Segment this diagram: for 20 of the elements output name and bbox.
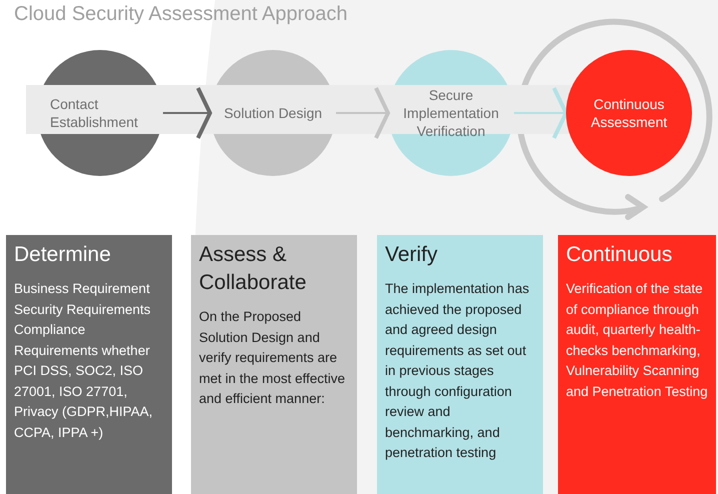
diagram-title: Cloud Security Assessment Approach xyxy=(14,2,348,26)
card-heading: Continuous xyxy=(566,242,674,268)
chevron-arrow xyxy=(336,86,390,140)
chevron-arrow xyxy=(514,86,568,140)
stage-label: Contact Establishment xyxy=(49,95,139,131)
card-heading: Verify xyxy=(385,242,439,268)
card-heading: Assess & Collaborate xyxy=(199,242,308,296)
stage-card xyxy=(377,235,543,494)
stage-card xyxy=(6,235,172,494)
card-body: Business Requirement Security Requirements Compliance Requirements whether PCI DSS, SOC2, ISO 27001, ISO 27701, Privacy (GDPR,HIPAA, CCPA, IPPA +) xyxy=(14,280,154,442)
stage-label: Secure Implementation Verification xyxy=(402,86,500,140)
card-body: Verification of the state of compliance through audit, quarterly health-checks benchmarking, Vulnerability Scanning and Penetration Testing xyxy=(566,280,708,401)
chevron-arrow xyxy=(163,86,212,140)
card-body: The implementation has achieved the proposed and agreed design requirements as set out in previous stages through configuration review and benchmarking, and penetration testing xyxy=(385,280,530,462)
card-heading: Determine xyxy=(14,242,112,268)
stage-card xyxy=(191,235,357,494)
stage-label: Continuous Assessment xyxy=(590,95,668,131)
card-body: On the Proposed Solution Design and verify requirements are met in the most effective and efficient manner: xyxy=(199,308,346,408)
stage-label: Solution Design xyxy=(222,104,324,122)
stage-card xyxy=(558,235,716,494)
